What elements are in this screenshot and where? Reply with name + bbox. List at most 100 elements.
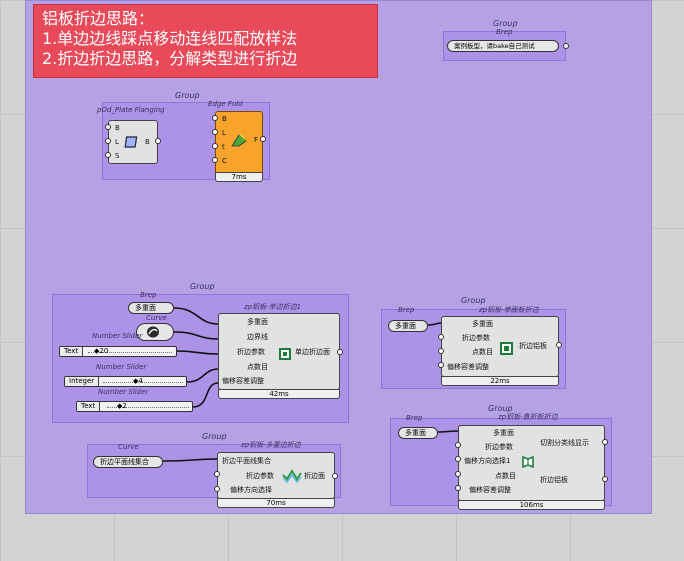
panel-icon xyxy=(500,340,513,359)
wire-brep-comp1 xyxy=(173,307,219,325)
curve-icon xyxy=(145,325,161,342)
edgefold-input-b: B xyxy=(222,115,227,123)
edgefold-component[interactable]: B L t C F xyxy=(215,111,263,174)
comp1-input-1: 多重面 xyxy=(247,318,268,326)
comp1-brep-title: Brep xyxy=(140,291,157,299)
comp1-input-2: 边界线 xyxy=(247,333,268,341)
notes-line-3: 2.折边折边思路，分解类型进行折边 xyxy=(42,49,298,68)
slider2-value: 4 xyxy=(138,377,143,385)
comp3-input-1: 折边平面线集合 xyxy=(222,457,271,465)
comp1-brep-param[interactable]: 多重面 xyxy=(128,302,174,314)
comp3-output: 折边面 xyxy=(304,472,325,480)
flanging-title: pOd_Plate Flanging xyxy=(97,106,165,114)
slider1-title: Number Slider xyxy=(92,332,143,340)
group-label: Group xyxy=(202,432,227,441)
comp3-title: zp铝板-多重边折边 xyxy=(241,441,301,449)
comp2-input-1: 多重面 xyxy=(472,320,493,328)
wire-brep-comp4 xyxy=(437,430,459,433)
slider3-title: Number Slider xyxy=(98,388,149,396)
group-label: Group xyxy=(175,91,200,100)
top-brep-label: 案例板型，请bake自己测试 xyxy=(454,42,535,50)
slider1-tag: Text xyxy=(60,347,84,356)
wire-slider2-comp1 xyxy=(186,368,219,383)
edgefold-input-l: L xyxy=(222,129,226,137)
edgefold-input-c: C xyxy=(222,157,227,165)
flanging-input-b: B xyxy=(115,124,120,132)
comp1-title: zp铝板-单边折边1 xyxy=(244,303,302,311)
comp1-brep-label: 多重面 xyxy=(135,304,156,312)
slider2-value-row: ◆4 xyxy=(133,377,143,385)
wire-curve-comp3 xyxy=(162,458,218,462)
comp3-curve-param[interactable]: 折边平面线集合 xyxy=(93,456,163,468)
group-label: Group xyxy=(488,404,513,413)
wire-slider1-comp1 xyxy=(176,350,219,355)
comp4-input-4: 点数目 xyxy=(495,472,516,480)
comp4-output-2: 折边铝板 xyxy=(540,476,568,484)
wire-slider3-comp1 xyxy=(192,382,219,408)
slider1-track xyxy=(88,352,172,353)
wire-brep-comp2 xyxy=(427,322,442,326)
comp1-input-5: 偏移容差调整 xyxy=(222,377,264,385)
group-label: Group xyxy=(461,296,486,305)
slider3-track xyxy=(107,407,189,408)
slider2-title: Number Slider xyxy=(96,363,147,371)
notes-line-2: 1.单边边线踩点移动连线匹配放样法 xyxy=(42,29,298,48)
comp2-timer: 22ms xyxy=(441,376,559,386)
edgefold-timer: 7ms xyxy=(215,172,263,182)
slider3-value-row: ◆2 xyxy=(117,402,127,410)
comp1-input-4: 点数目 xyxy=(247,363,268,371)
slider2-track xyxy=(103,382,183,383)
comp1-input-3: 折边参数 xyxy=(237,348,265,356)
flanging-output-b: B xyxy=(145,138,150,146)
group-label: Group xyxy=(493,19,518,28)
comp1-curve-title: Curve xyxy=(146,314,167,322)
slider1-value: 20 xyxy=(99,347,109,355)
comp2-title: zp铝板-单面板折边 xyxy=(479,306,539,314)
comp3-curve-title: Curve xyxy=(118,443,139,451)
comp3-input-3: 偏移方向选择 xyxy=(230,486,272,494)
comp4-input-5: 偏移容差调整 xyxy=(469,486,511,494)
slider-3[interactable]: Text ◆2 xyxy=(76,401,193,412)
edgefold-title: Edge Fold xyxy=(208,100,243,108)
comp1-output: 单边折边面 xyxy=(295,348,330,356)
edgefold-input-t: t xyxy=(222,143,225,151)
comp1-component[interactable]: 多重面 边界线 折边参数 点数目 偏移容差调整 单边折边面 xyxy=(218,313,340,390)
wire-curve-comp1 xyxy=(173,331,219,340)
comp3-timer: 70ms xyxy=(217,498,335,508)
comp4-output-1: 切割分类线显示 xyxy=(540,439,589,447)
comp2-input-3: 点数目 xyxy=(472,348,493,356)
top-brep-title: Brep xyxy=(496,28,513,36)
comp2-input-2: 折边参数 xyxy=(462,334,490,342)
slider-2[interactable]: Integer ◆4 xyxy=(64,376,187,387)
panel-icon xyxy=(279,345,291,364)
comp2-brep-param[interactable]: 多重面 xyxy=(388,320,428,332)
book-fold-icon xyxy=(521,454,535,473)
flanging-input-s: S xyxy=(115,152,120,160)
slider-1[interactable]: Text ◆20 xyxy=(59,346,177,357)
comp4-brep-param[interactable]: 多重面 xyxy=(398,427,438,439)
edgefold-output-f: F xyxy=(254,136,259,144)
comp4-component[interactable]: 多重面 折边参数 偏移方向选择1 点数目 偏移容差调整 切割分类线显示 折边铝板 xyxy=(458,425,605,501)
notes-line-1: 铝板折边思路： xyxy=(42,9,155,28)
comp4-timer: 106ms xyxy=(458,500,605,510)
comp1-curve-param[interactable] xyxy=(136,323,174,341)
comp4-brep-label: 多重面 xyxy=(405,429,426,437)
flanging-input-l: L xyxy=(115,138,119,146)
slider1-value-row: ◆20 xyxy=(94,347,109,355)
comp2-brep-title: Brep xyxy=(398,306,415,314)
top-brep-param[interactable]: 案例板型，请bake自己测试 xyxy=(447,40,559,52)
fold-icon xyxy=(230,132,248,152)
notes-panel[interactable]: 铝板折边思路： 1.单边边线踩点移动连线匹配放样法 2.折边折边思路，分解类型进… xyxy=(33,4,378,78)
comp2-component[interactable]: 多重面 折边参数 点数目 偏移容差调整 折边铝板 xyxy=(441,316,559,377)
comp4-input-2: 折边参数 xyxy=(485,443,513,451)
comp3-input-2: 折边参数 xyxy=(246,472,274,480)
comp4-input-1: 多重面 xyxy=(493,429,514,437)
slider3-tag: Text xyxy=(77,402,101,411)
comp2-brep-label: 多重面 xyxy=(395,322,416,330)
comp1-timer: 42ms xyxy=(218,389,340,399)
slider2-tag: Integer xyxy=(65,377,100,386)
plate-icon xyxy=(124,134,140,154)
group-label: Group xyxy=(190,282,215,291)
